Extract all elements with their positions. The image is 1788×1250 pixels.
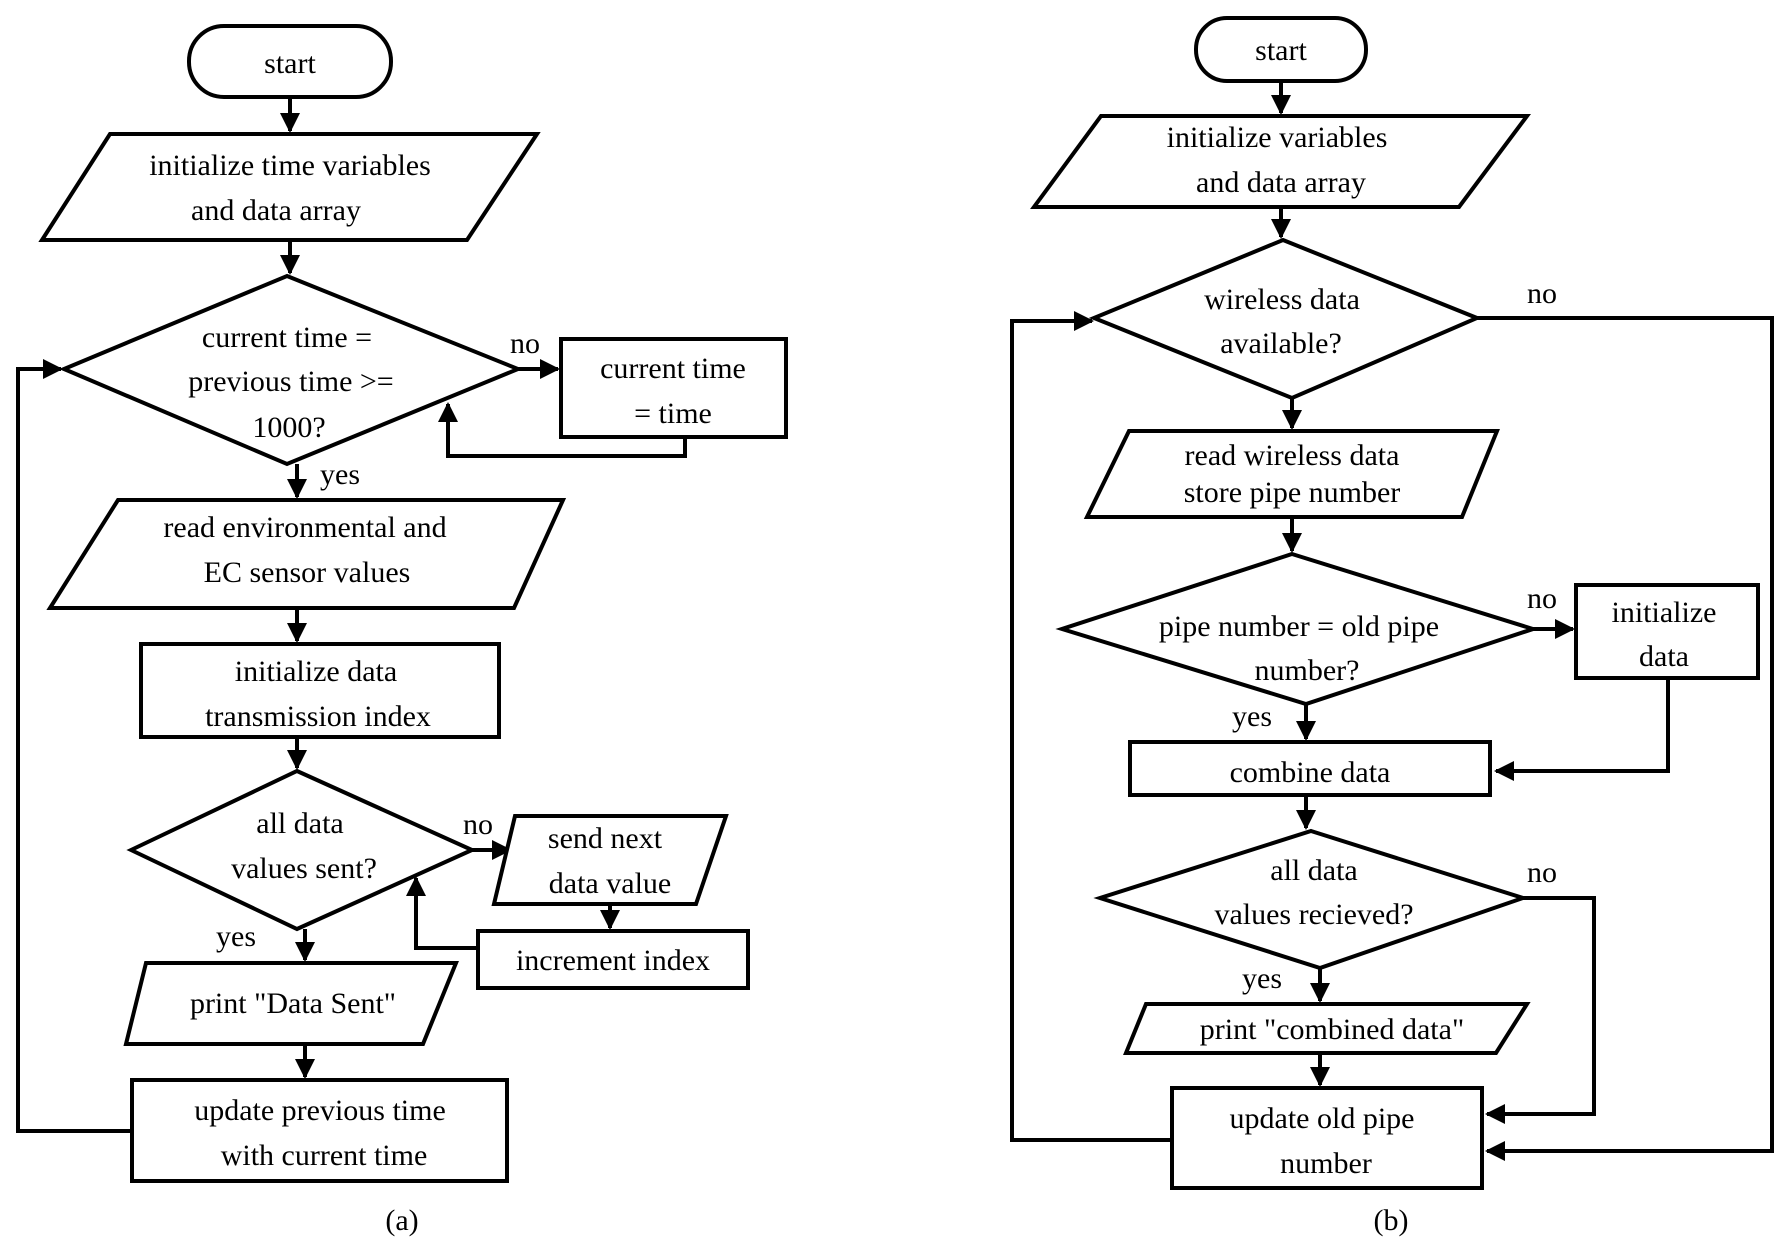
a-caption: (a) (385, 1204, 418, 1237)
b-decision-received-line2: values recieved? (1214, 898, 1413, 931)
b-read-wireless-line1: read wireless data (1185, 439, 1400, 472)
a-update-time-process: update previous time with current time (130, 1078, 509, 1183)
b-init-line1: initialize variables (1167, 121, 1388, 154)
b-update-pipe-process: update old pipe number (1170, 1086, 1484, 1190)
a-init-line2: and data array (191, 194, 361, 227)
b-init-data-process: initialize data (1574, 583, 1760, 680)
b-yes-received-label: yes (1242, 962, 1282, 995)
a-arrow-set-time-back (438, 402, 687, 458)
a-update-time-line1: update previous time (194, 1094, 446, 1127)
b-decision-pipe-line1: pipe number = old pipe (1159, 610, 1439, 643)
b-print-combined-label: print "combined data" (1200, 1013, 1464, 1046)
a-send-next-line2: data value (549, 867, 671, 900)
a-yes-sent-label: yes (216, 920, 256, 953)
b-init-io: initialize variables and data array (1030, 114, 1531, 209)
b-init-data-line2: data (1639, 640, 1689, 673)
b-combine-label: combine data (1230, 756, 1391, 789)
a-send-next-line1: send next (548, 822, 663, 855)
b-decision-received-line1: all data (1270, 854, 1357, 887)
a-increment-process: increment index (476, 929, 750, 990)
a-read-sensors-line1: read environmental and (163, 511, 446, 544)
b-read-wireless-line2: store pipe number (1184, 476, 1401, 509)
b-start-terminal: start (1194, 16, 1368, 83)
a-decision-sent-line1: all data (256, 807, 343, 840)
a-read-sensors-line2: EC sensor values (204, 556, 411, 589)
a-print-sent-io: print "Data Sent" (123, 961, 459, 1046)
b-arrow-loop-back (1010, 311, 1172, 1142)
b-print-combined-io: print "combined data" (1123, 1002, 1531, 1055)
b-no-received-label: no (1527, 856, 1557, 889)
a-start-terminal: start (187, 24, 393, 99)
a-set-time-process: current time = time (559, 337, 788, 439)
b-arrow-no-received (1485, 896, 1596, 1124)
b-start-label: start (1255, 34, 1307, 67)
b-decision-pipe: pipe number = old pipe number? (1055, 551, 1540, 707)
a-start-label: start (264, 47, 316, 80)
a-decision-sent-line2: values sent? (231, 852, 377, 885)
a-update-time-line2: with current time (221, 1139, 428, 1172)
a-no-sent-label: no (463, 808, 493, 841)
a-arrow-loop-back (16, 359, 132, 1133)
b-init-data-line1: initialize (1612, 596, 1717, 629)
a-set-time-line2: = time (634, 397, 712, 430)
a-init-index-line1: initialize data (235, 655, 397, 688)
b-read-wireless-io: read wireless data store pipe number (1083, 429, 1500, 519)
a-decision-time-line1: current time = (202, 321, 372, 354)
flowchart-b: start initialize variables and data arra… (1010, 16, 1774, 1237)
flowchart-a: start initialize time variables and data… (16, 24, 788, 1237)
a-init-index-process: initialize data transmission index (139, 642, 501, 739)
b-combine-process: combine data (1128, 740, 1492, 797)
a-arrow-increment-back (406, 876, 478, 950)
b-decision-pipe-line2: number? (1255, 654, 1360, 687)
b-no-pipe-label: no (1527, 582, 1557, 615)
a-init-index-line2: transmission index (205, 700, 431, 733)
a-decision-time-line2: previous time >= (188, 365, 393, 398)
a-set-time-line1: current time (600, 352, 746, 385)
a-read-sensors-io: read environmental and EC sensor values (46, 498, 567, 610)
a-yes-time-label: yes (320, 458, 360, 491)
b-no-wireless-label: no (1527, 277, 1557, 310)
a-init-line1: initialize time variables (149, 149, 431, 182)
b-caption: (b) (1374, 1204, 1409, 1237)
a-send-next-io: send next data value (491, 814, 729, 906)
a-decision-time: current time = previous time >= 1000? (58, 273, 524, 467)
b-update-pipe-line1: update old pipe (1230, 1102, 1415, 1135)
b-decision-wireless-line2: available? (1220, 327, 1342, 360)
a-print-sent-label: print "Data Sent" (190, 987, 396, 1020)
b-arrow-no-wireless (1477, 316, 1774, 1161)
b-decision-received: all data values recieved? (1093, 828, 1530, 971)
a-increment-label: increment index (516, 944, 710, 977)
b-decision-wireless-line1: wireless data (1204, 283, 1360, 316)
a-no-time-label: no (510, 327, 540, 360)
b-decision-wireless: wireless data available? (1088, 237, 1483, 401)
a-init-io: initialize time variables and data array (38, 132, 541, 242)
b-update-pipe-line2: number (1280, 1147, 1372, 1180)
b-yes-pipe-label: yes (1232, 700, 1272, 733)
a-decision-sent: all data values sent? (126, 768, 477, 932)
b-arrow-init-data-combine (1494, 678, 1670, 781)
b-init-line2: and data array (1196, 166, 1366, 199)
a-decision-time-line3: 1000? (252, 411, 325, 444)
